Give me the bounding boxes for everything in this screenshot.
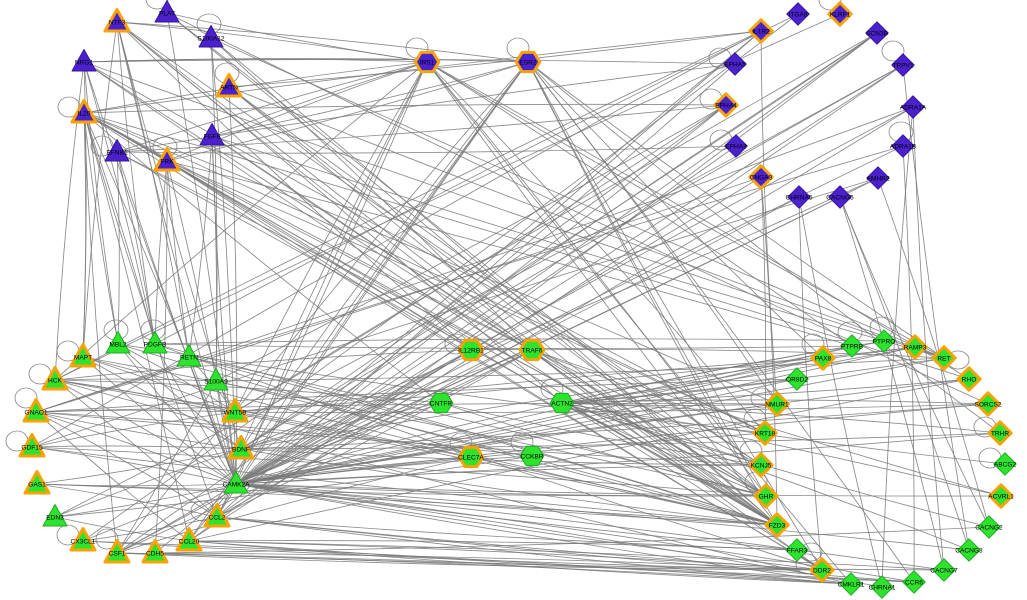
svg-text:NTF3: NTF3 <box>109 20 126 27</box>
svg-text:CHRNA1: CHRNA1 <box>868 585 895 592</box>
svg-text:ADRA1B: ADRA1B <box>890 144 917 151</box>
svg-text:PTPRO: PTPRO <box>873 339 896 346</box>
svg-text:IRS1: IRS1 <box>420 60 435 67</box>
svg-text:KLRF1: KLRF1 <box>830 12 851 19</box>
svg-text:BDNF: BDNF <box>232 447 250 454</box>
svg-text:CCL20: CCL20 <box>179 539 200 546</box>
svg-text:CSF1: CSF1 <box>109 551 126 558</box>
svg-text:MBL2: MBL2 <box>109 342 127 349</box>
svg-text:IL20: IL20 <box>78 111 91 118</box>
svg-text:ITGA8: ITGA8 <box>788 12 807 19</box>
svg-text:NMUR1: NMUR1 <box>765 402 789 409</box>
svg-text:TRAF6: TRAF6 <box>522 348 543 355</box>
svg-text:HCK: HCK <box>48 378 63 385</box>
svg-text:RHO: RHO <box>962 377 977 384</box>
svg-text:ARTN: ARTN <box>220 85 238 92</box>
svg-text:IL12RB1: IL12RB1 <box>458 348 484 355</box>
svg-text:NRG1: NRG1 <box>75 60 94 67</box>
svg-text:FGF6: FGF6 <box>204 134 221 141</box>
svg-text:CDH5: CDH5 <box>146 551 164 558</box>
svg-text:RAMP3: RAMP3 <box>904 345 927 352</box>
svg-text:CCKBR: CCKBR <box>520 454 543 461</box>
svg-text:AMHR2: AMHR2 <box>866 176 889 183</box>
svg-text:SCN3B: SCN3B <box>866 31 889 38</box>
svg-text:GAS1: GAS1 <box>28 482 46 489</box>
svg-text:KRT18: KRT18 <box>755 431 776 438</box>
svg-text:CX3CL1: CX3CL1 <box>71 539 96 546</box>
svg-text:CCL2: CCL2 <box>209 515 226 522</box>
svg-text:FFAR3: FFAR3 <box>787 548 808 555</box>
svg-text:CCR6: CCR6 <box>905 580 923 587</box>
svg-text:SORCS2: SORCS2 <box>974 402 1001 409</box>
svg-text:CNTFR: CNTFR <box>430 401 453 408</box>
svg-text:OR8D2: OR8D2 <box>786 377 808 384</box>
svg-text:GHR: GHR <box>759 494 774 501</box>
svg-text:KCNJ5: KCNJ5 <box>751 463 772 470</box>
svg-text:IL1R2: IL1R2 <box>752 29 770 36</box>
svg-text:CACNG3: CACNG3 <box>955 548 983 555</box>
svg-text:ESR2: ESR2 <box>519 60 537 67</box>
svg-text:CACNG7: CACNG7 <box>930 568 958 575</box>
svg-text:DDR2: DDR2 <box>813 568 831 575</box>
svg-text:S100A12: S100A12 <box>197 36 224 43</box>
svg-text:FZD3: FZD3 <box>769 523 786 530</box>
svg-text:GDF15: GDF15 <box>21 445 43 452</box>
svg-text:ACVRL1: ACVRL1 <box>988 494 1014 501</box>
svg-text:CNGA3: CNGA3 <box>750 175 773 182</box>
svg-text:CAMK2A: CAMK2A <box>222 482 250 489</box>
svg-text:PDGFB: PDGFB <box>144 342 167 349</box>
svg-text:TRHR: TRHR <box>991 431 1010 438</box>
svg-text:CMKLR1: CMKLR1 <box>838 582 865 589</box>
svg-text:WNT5B: WNT5B <box>223 410 247 417</box>
svg-text:EDN3: EDN3 <box>46 515 64 522</box>
svg-text:PTPRB: PTPRB <box>841 344 864 351</box>
svg-text:ADRA1A: ADRA1A <box>900 105 927 112</box>
svg-text:PAX8: PAX8 <box>815 356 832 363</box>
svg-text:CHRNA5: CHRNA5 <box>785 195 812 202</box>
svg-text:S100A9: S100A9 <box>204 379 228 386</box>
svg-text:MAPT: MAPT <box>74 355 92 362</box>
svg-text:RET: RET <box>937 356 950 363</box>
svg-text:EPHA4: EPHA4 <box>715 103 737 110</box>
svg-text:EPHA3: EPHA3 <box>725 144 747 151</box>
svg-text:ABCG2: ABCG2 <box>994 462 1017 469</box>
svg-text:PLAT: PLAT <box>159 11 175 18</box>
svg-text:ACTN2: ACTN2 <box>551 401 573 408</box>
svg-text:RETN: RETN <box>180 355 198 362</box>
svg-text:FRK: FRK <box>160 159 174 166</box>
svg-text:GNAO1: GNAO1 <box>24 410 47 417</box>
svg-text:CLEC7A: CLEC7A <box>458 455 484 462</box>
svg-text:EFNB1: EFNB1 <box>106 150 128 157</box>
svg-text:EPHA5: EPHA5 <box>724 62 746 69</box>
svg-text:TRPV1: TRPV1 <box>892 63 914 70</box>
svg-text:CACNG2: CACNG2 <box>975 525 1003 532</box>
svg-text:CACNG5: CACNG5 <box>826 195 854 202</box>
